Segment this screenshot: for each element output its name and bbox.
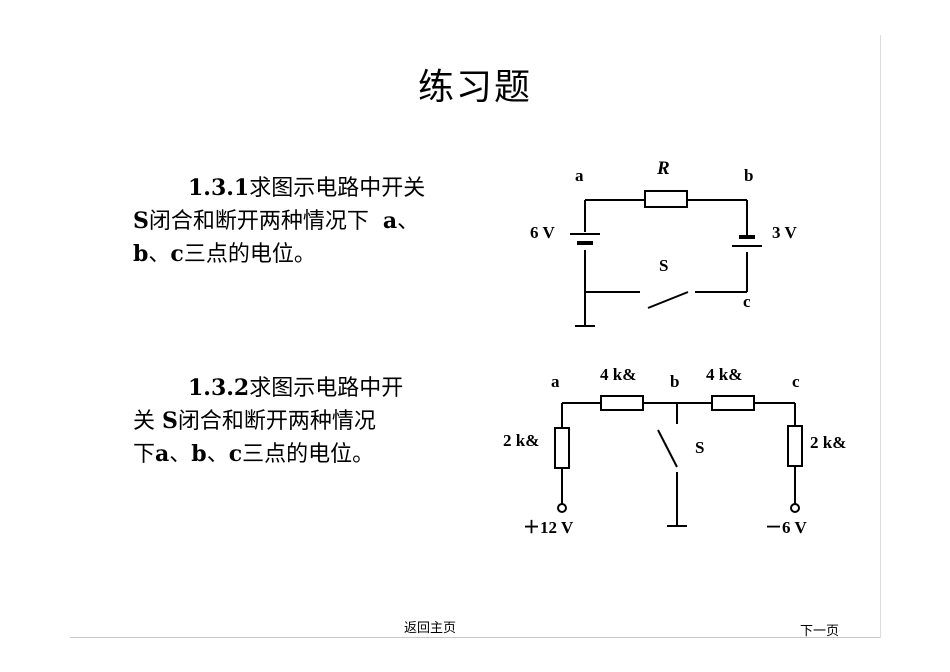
page-edge-line — [880, 35, 881, 638]
problem-number: 1.3.1 — [188, 175, 250, 201]
switch-symbol: S — [162, 408, 178, 434]
resistor-4k-bc-label: 4 k& — [706, 365, 742, 384]
problem-text: 三点的电位。 — [183, 242, 316, 267]
next-page-link[interactable]: 下一页 — [800, 624, 840, 639]
separator: 、 — [148, 242, 171, 267]
node-label: b — [133, 241, 149, 267]
node-label: a — [155, 441, 170, 467]
node-label: c — [170, 241, 184, 267]
problem-text: 关 — [133, 409, 162, 434]
terminal-plus-12v — [557, 503, 567, 513]
supply-plus-12v-label: ＋12 V — [523, 518, 574, 537]
problem-line: 下a、b、c三点的电位。 — [133, 438, 433, 471]
resistor-2k-left-label: 2 k& — [503, 431, 539, 450]
resistor-4k-bc — [711, 395, 755, 411]
source-6v-label: 6 V — [530, 223, 555, 242]
problem-1-3-2: 1.3.2求图示电路中开 关 S闭合和断开两种情况 下a、b、c三点的电位。 — [133, 372, 433, 471]
switch-symbol: S — [133, 208, 149, 234]
separator: 、 — [169, 442, 192, 467]
node-b-label: b — [670, 372, 679, 391]
switch-s-label: S — [659, 256, 668, 275]
separator: 、 — [206, 442, 229, 467]
node-a-label: a — [551, 372, 560, 391]
footer-divider — [70, 637, 880, 638]
switch-s — [647, 291, 689, 309]
problem-line: b、c三点的电位。 — [133, 238, 463, 271]
home-link[interactable]: 返回主页 — [404, 621, 457, 636]
problem-text: 求图示电路中开关 — [249, 176, 426, 201]
resistor-r — [644, 190, 688, 208]
problem-text: 闭合和断开两种情况下 — [148, 209, 369, 234]
source-3v-label: 3 V — [772, 223, 797, 242]
problem-line: 1.3.2求图示电路中开 — [133, 372, 433, 405]
node-label: c — [228, 441, 243, 467]
switch-s — [657, 429, 678, 468]
node-b-label: b — [744, 166, 753, 185]
problem-number: 1.3.2 — [188, 375, 250, 401]
node-c-label: c — [792, 372, 800, 391]
node-a-label: a — [575, 166, 584, 185]
switch-s-label: S — [695, 438, 704, 457]
problem-text: 求图示电路中开 — [249, 376, 404, 401]
resistor-r-label: R — [656, 158, 670, 179]
separator: 、 — [397, 209, 420, 234]
resistor-4k-ab — [600, 395, 644, 411]
problem-text: 三点的电位。 — [242, 442, 375, 467]
resistor-2k-right — [787, 425, 803, 467]
problem-text: 闭合和断开两种情况 — [177, 409, 376, 434]
problem-1-3-1: 1.3.1求图示电路中开关 S闭合和断开两种情况下 a、 b、c三点的电位。 — [133, 172, 463, 271]
page-title: 练习题 — [417, 67, 532, 108]
problem-text: 下 — [133, 442, 156, 467]
circuit-diagram-1: a R b 6 V 3 V S c — [530, 158, 797, 327]
resistor-2k-right-label: 2 k& — [810, 433, 846, 452]
node-c-label: c — [743, 292, 751, 311]
problem-line: 关 S闭合和断开两种情况 — [133, 405, 433, 438]
circuit-diagram-2: a 4 k& b 4 k& c 2 k& S 2 k& ＋12 V －6 V — [503, 365, 846, 537]
supply-minus-6v-label: －6 V — [765, 518, 807, 537]
node-label: b — [191, 441, 207, 467]
resistor-4k-ab-label: 4 k& — [600, 365, 636, 384]
terminal-minus-6v — [790, 503, 800, 513]
problem-line: S闭合和断开两种情况下 a、 — [133, 205, 463, 238]
resistor-2k-left — [554, 427, 570, 469]
node-label: a — [382, 208, 398, 234]
problem-line: 1.3.1求图示电路中开关 — [133, 172, 463, 205]
